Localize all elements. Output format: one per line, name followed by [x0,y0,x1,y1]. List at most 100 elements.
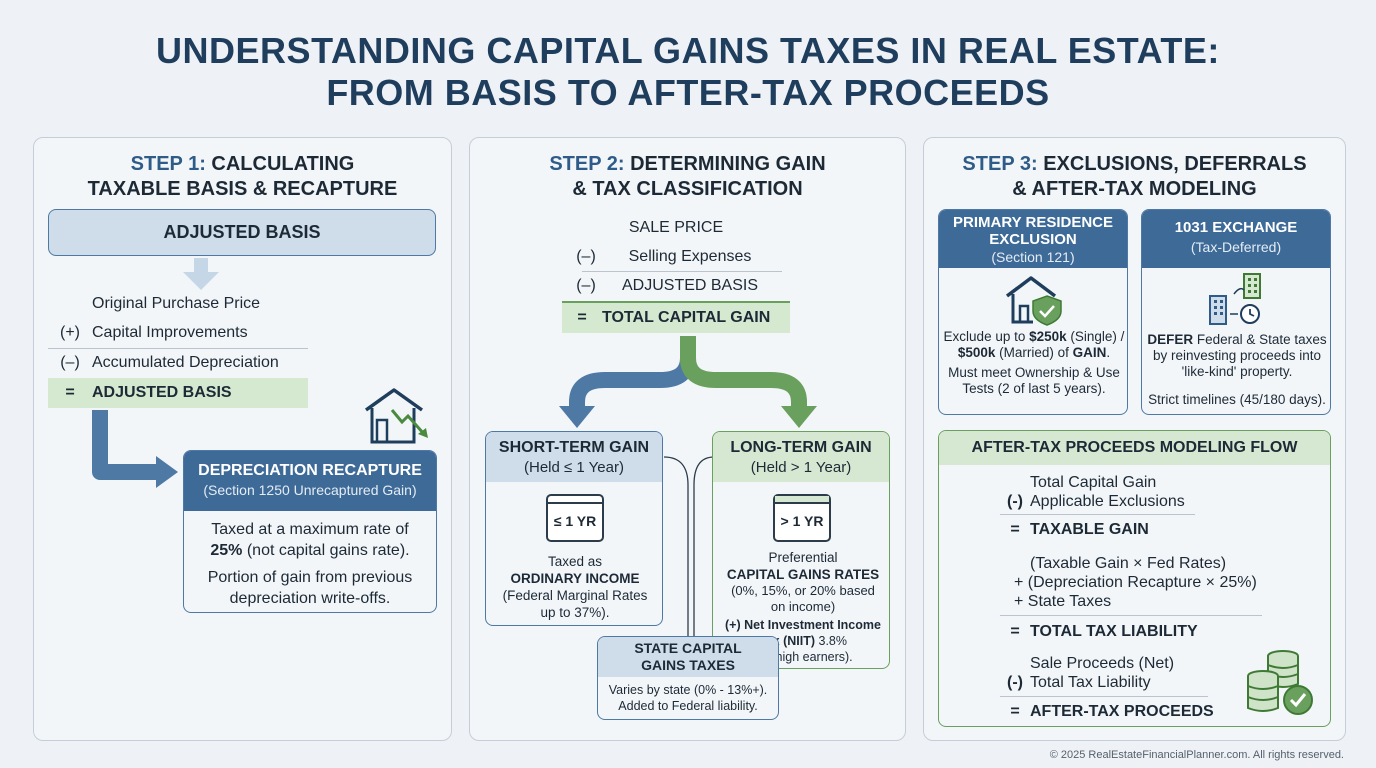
calc-row: (–) ADJUSTED BASIS [562,272,790,301]
step3-number: STEP 3: [962,153,1038,175]
calc-result-row: = ADJUSTED BASIS [48,378,308,408]
residence-body: Exclude up to $250k (Single) / $500k (Ma… [943,329,1125,397]
step3-title-b: & AFTER-TAX MODELING [1012,178,1257,200]
residence-married: $500k [957,345,996,360]
primary-residence-box: PRIMARY RESIDENCE EXCLUSION (Section 121… [938,209,1128,415]
recapture-title: DEPRECIATION RECAPTURE [198,462,422,479]
flow-row: Total Capital Gain [1000,473,1270,492]
adjusted-basis-header-label: ADJUSTED BASIS [163,222,321,242]
exchange-title: 1031 EXCHANGE [1174,219,1298,236]
divider [48,348,308,349]
recapture-text: (not capital gains rate). [242,542,410,559]
flow-op: = [1010,623,1020,640]
flow-calc: Total Capital Gain (-) Applicable Exclusi… [1000,473,1270,721]
step1-calc: Original Purchase Price (+) Capital Impro… [48,290,308,408]
calc-label: TOTAL CAPITAL GAIN [602,309,771,326]
long-term-header: LONG-TERM GAIN (Held > 1 Year) [713,432,889,482]
calc-label: ADJUSTED BASIS [621,277,759,294]
flow-row: Sale Proceeds (Net) [1000,654,1270,673]
adjusted-basis-header: ADJUSTED BASIS [48,209,436,256]
niit-rate: 3.8% [815,634,848,648]
calc-op: = [65,384,75,401]
residence-header: PRIMARY RESIDENCE EXCLUSION (Section 121… [939,210,1127,268]
flow-op: (-) [1007,493,1023,510]
depreciation-recapture-box: DEPRECIATION RECAPTURE (Section 1250 Unr… [183,450,437,613]
calc-row: (+) Capital Improvements [48,319,308,348]
buildings-clock-icon [1209,273,1261,325]
recapture-text: Taxed at a maximum rate of [211,521,409,538]
flow-label: (Taxable Gain × Fed Rates) [1030,555,1227,572]
house-shield-icon [1005,276,1062,326]
divider [582,271,782,272]
page-title: UNDERSTANDING CAPITAL GAINS TAXES IN REA… [0,30,1376,114]
short-term-badge: ≤ 1 YR [553,513,597,529]
step1-title: STEP 1: CALCULATING TAXABLE BASIS & RECA… [33,152,452,202]
flow-row: (Taxable Gain × Fed Rates) [1000,554,1270,573]
exchange-text: Federal & State taxes by reinvesting pro… [1152,332,1327,379]
residence-text: (Married) of [995,345,1073,360]
flow-op: (-) [1007,674,1023,691]
flow-row: (-) Applicable Exclusions [1000,492,1270,511]
recapture-header: DEPRECIATION RECAPTURE (Section 1250 Unr… [184,451,436,511]
connector-lines [663,456,715,640]
short-term-subtitle: (Held ≤ 1 Year) [524,459,624,476]
residence-text: Exclude up to [943,329,1030,344]
calc-row: Original Purchase Price [48,290,308,319]
step3-title: STEP 3: EXCLUSIONS, DEFERRALS & AFTER-TA… [923,152,1346,202]
flow-label: Total Tax Liability [1030,674,1151,691]
calc-result-row: = TOTAL CAPITAL GAIN [562,303,790,333]
step1-title-b: TAXABLE BASIS & RECAPTURE [87,178,398,200]
calc-label: ADJUSTED BASIS [92,384,232,401]
calc-row: (–) Accumulated Depreciation [48,349,308,378]
long-term-gain-box: LONG-TERM GAIN (Held > 1 Year) > 1 YR Pr… [712,431,890,669]
exchange-defer: DEFER [1147,332,1194,347]
calc-op: (+) [60,324,80,341]
copyright: © 2025 RealEstateFinancialPlanner.com. A… [1049,749,1344,761]
flow-label: Sale Proceeds (Net) [1030,655,1175,672]
step2-calc: SALE PRICE (–)Selling Expenses (–)ADJUST… [562,214,790,333]
long-term-badge: > 1 YR [780,513,824,529]
divider [1000,615,1262,616]
calc-op: (–) [576,277,596,294]
flow-result: =TAXABLE GAIN [1000,520,1270,546]
split-arrow [559,336,817,428]
recapture-subtitle: (Section 1250 Unrecaptured Gain) [203,482,417,498]
flow-title: AFTER-TAX PROCEEDS MODELING FLOW [971,439,1298,456]
short-term-header: SHORT-TERM GAIN (Held ≤ 1 Year) [486,432,662,482]
long-term-subtitle: (Held > 1 Year) [750,459,852,476]
flow-label: + (Depreciation Recapture × 25%) [1014,574,1257,591]
residence-tests: Must meet Ownership & Use Tests (2 of la… [948,365,1120,396]
flow-row: + State Taxes [1000,592,1270,611]
flow-label: Applicable Exclusions [1030,493,1185,510]
title-line-1: UNDERSTANDING CAPITAL GAINS TAXES IN REA… [156,30,1220,71]
coins-check-icon [1247,650,1313,715]
short-term-text: (Federal Marginal Rates up to 37%). [502,588,648,620]
exchange-header: 1031 EXCHANGE (Tax-Deferred) [1142,210,1330,268]
short-term-gain-box: SHORT-TERM GAIN (Held ≤ 1 Year) ≤ 1 YR T… [485,431,663,626]
state-taxes-title: STATE CAPITAL GAINS TAXES [634,640,742,673]
exchange-body: DEFER Federal & State taxes by reinvesti… [1146,332,1328,408]
flow-label: AFTER-TAX PROCEEDS [1030,703,1214,720]
calc-op: (–) [60,354,80,371]
divider [1000,696,1208,697]
step2-title-b: & TAX CLASSIFICATION [572,178,803,200]
divider [1000,514,1195,515]
step1-number: STEP 1: [130,153,206,175]
calc-label: Capital Improvements [92,324,248,341]
calc-op: = [577,309,587,326]
long-term-text: Preferential [768,550,838,565]
long-term-title: LONG-TERM GAIN [730,439,872,456]
recapture-text: Portion of gain from previous depreciati… [207,569,413,607]
state-taxes-box: STATE CAPITAL GAINS TAXES Varies by stat… [597,636,779,720]
calc-label: Accumulated Depreciation [92,354,279,371]
exchange-subtitle: (Tax-Deferred) [1190,239,1282,255]
step1-title-a: CALCULATING [205,153,355,175]
flow-label: + State Taxes [1014,593,1112,610]
calc-label: Original Purchase Price [92,295,261,312]
calc-row: (–)Selling Expenses [562,243,790,271]
divider [562,301,790,303]
step2-number: STEP 2: [549,153,625,175]
exchange-1031-box: 1031 EXCHANGE (Tax-Deferred) DEFER Feder… [1141,209,1331,415]
flow-result: =AFTER-TAX PROCEEDS [1000,702,1270,721]
calc-label: Selling Expenses [628,248,752,265]
